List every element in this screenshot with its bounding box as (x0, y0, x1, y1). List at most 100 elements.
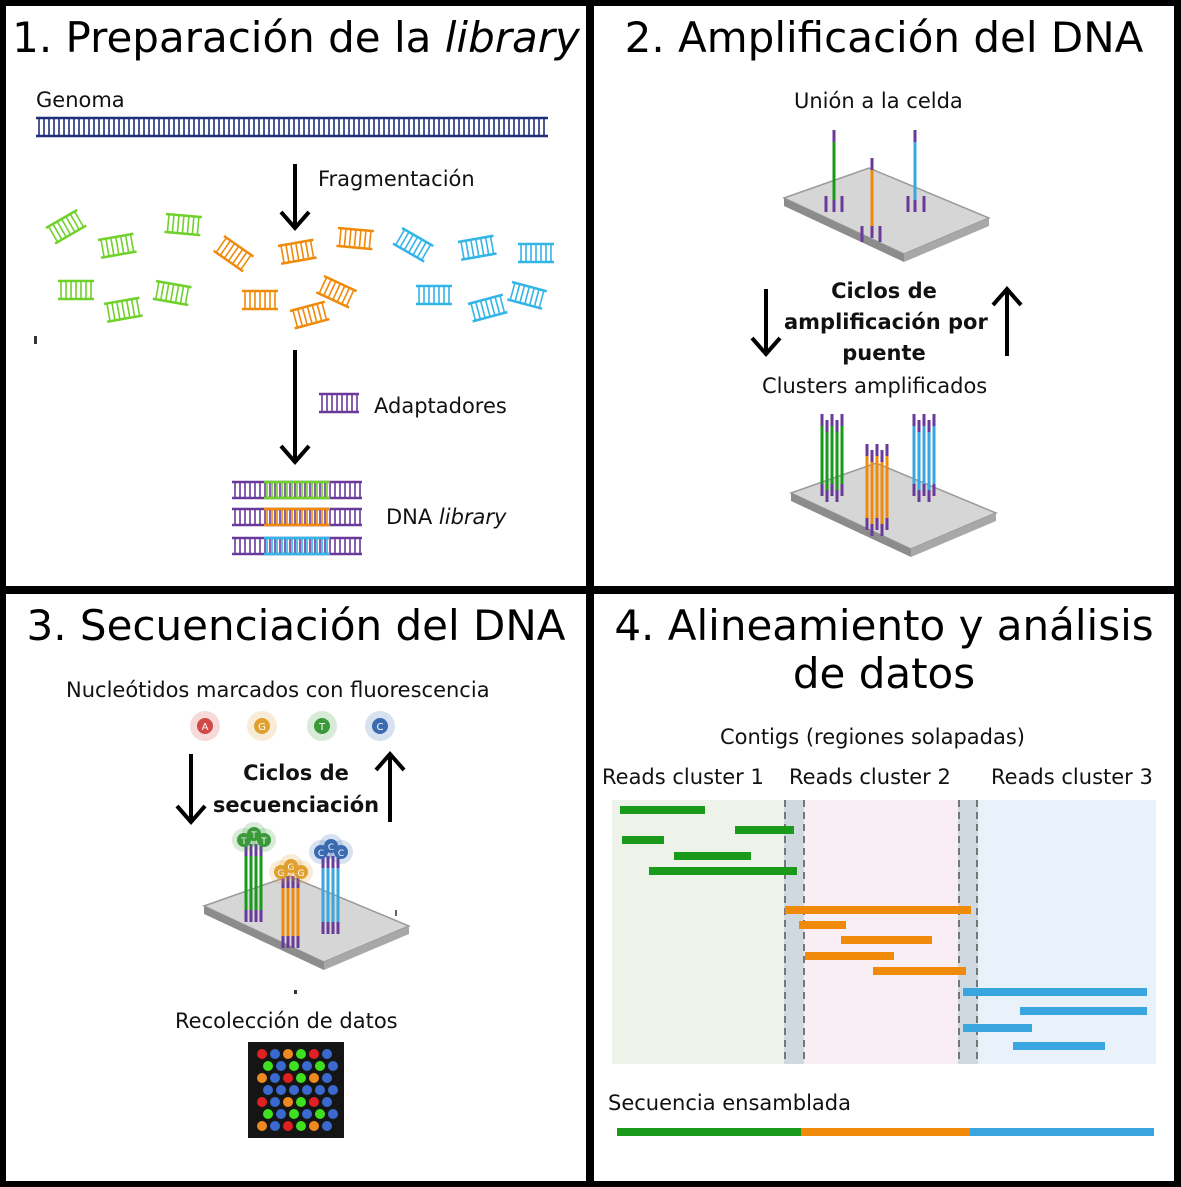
cluster-signal (302, 1085, 312, 1095)
sequencing-down-arrow-head (175, 804, 207, 826)
cluster-signal (309, 1121, 319, 1131)
cluster-signal (276, 1061, 286, 1071)
cluster-signal (276, 1109, 286, 1119)
rung (363, 230, 367, 249)
rung (166, 214, 170, 233)
rung (528, 287, 535, 306)
rung (345, 289, 355, 307)
rung (489, 297, 496, 316)
cluster-signal (315, 1061, 325, 1071)
rung (164, 283, 170, 302)
dna-fragment (103, 296, 143, 323)
rung (73, 211, 85, 228)
cluster-signal (315, 1085, 325, 1095)
cluster-signal (309, 1073, 319, 1083)
flow-cell-top-edge (784, 198, 904, 262)
cluster-signal (296, 1097, 306, 1107)
strand (155, 279, 192, 289)
cluster-signal (328, 1109, 338, 1119)
flow-cell-seq (202, 875, 411, 963)
nucleotide-letter: G (258, 722, 266, 733)
nucleotide-C (372, 718, 388, 734)
cluster-signal (270, 1097, 280, 1107)
rung (110, 237, 115, 256)
fragmentation-label: Fragmentación (318, 167, 475, 191)
strand (401, 226, 434, 248)
nucleotide-A (197, 718, 213, 734)
fluorescent-label (334, 845, 348, 859)
rung (227, 245, 240, 262)
rung (336, 285, 346, 303)
data-collection-label: Recolección de datos (175, 1009, 398, 1033)
cell-binding-label: Unión a la celda (794, 89, 963, 113)
rung (184, 286, 190, 305)
library-prep-diagram (34, 116, 554, 556)
cluster-signal (263, 1085, 273, 1095)
nucleotide-letter: A (202, 722, 209, 733)
rung (538, 290, 545, 309)
amplification-down-arrow-head (750, 336, 782, 358)
rung (65, 216, 76, 233)
cluster-signal (257, 1049, 267, 1059)
amplification-up-arrow-head (991, 285, 1023, 307)
stray-mark (34, 336, 37, 344)
cluster-signal (289, 1061, 299, 1071)
library-insert (264, 480, 330, 500)
rung (474, 301, 482, 320)
label-letter: G (278, 869, 285, 879)
cluster-signal (283, 1049, 293, 1059)
dna-fragment (45, 208, 87, 245)
rung (129, 234, 135, 253)
rung (47, 226, 59, 243)
rung (341, 287, 351, 305)
dna-library-label: DNA library (386, 505, 507, 529)
amplification-diagram (750, 130, 1023, 557)
rung (299, 241, 305, 260)
cluster-signal (289, 1085, 299, 1095)
overlap-1-2 (784, 800, 804, 1064)
library-insert (264, 507, 330, 527)
cluster-signal (257, 1121, 267, 1131)
cluster-signal (257, 1097, 267, 1107)
cluster-signal (296, 1049, 306, 1059)
reads-cluster-1-label: Reads cluster 1 (602, 765, 764, 789)
rung (306, 306, 313, 324)
dna-fragment (289, 300, 330, 330)
strand (472, 310, 508, 323)
rung (358, 229, 362, 249)
rung (135, 298, 141, 317)
cluster-signal (296, 1121, 306, 1131)
cluster-signal (302, 1109, 312, 1119)
panel-title: 1. Preparación de la library (12, 13, 580, 62)
rung (318, 276, 328, 294)
rung (120, 300, 126, 319)
adapter-icon (319, 392, 359, 414)
cluster-signal (302, 1061, 312, 1071)
rung (159, 282, 165, 301)
rung (309, 240, 315, 259)
cluster-signal (322, 1097, 332, 1107)
rung (321, 302, 328, 321)
stray-mark (294, 990, 297, 994)
rung (519, 285, 526, 303)
rung (179, 285, 185, 304)
rung (499, 295, 506, 314)
nucleotide-letter: T (318, 722, 326, 733)
label-letter: G (298, 869, 305, 879)
cluster-signal (283, 1073, 293, 1083)
rung (106, 303, 111, 322)
cluster-signal (289, 1109, 299, 1119)
rung (353, 229, 357, 248)
rung (399, 231, 410, 248)
rung (171, 214, 175, 233)
nucleotides-label: Nucleótidos marcados con fluorescencia (66, 678, 490, 702)
strand (294, 317, 330, 330)
dna-fragment (392, 226, 434, 263)
dna-fragment (152, 279, 192, 307)
rung (331, 283, 342, 301)
rung (223, 242, 236, 259)
cluster-signal (283, 1121, 293, 1131)
nucleotide-T (314, 718, 330, 734)
genome-label: Genoma (36, 88, 125, 112)
rung (465, 240, 470, 259)
